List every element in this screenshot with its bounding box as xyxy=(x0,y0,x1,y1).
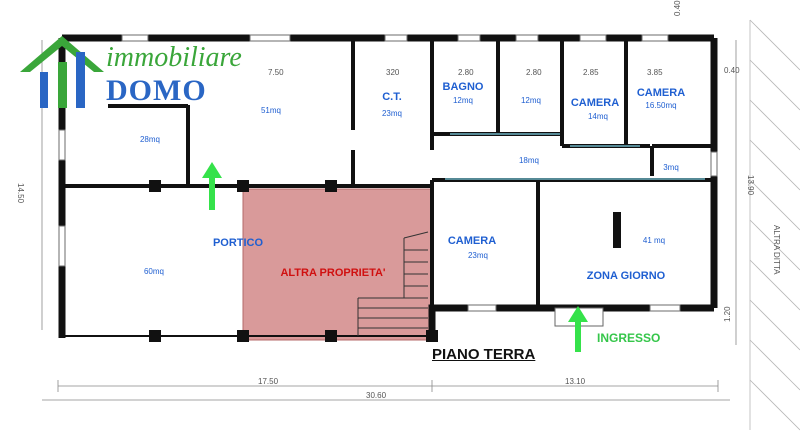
logo-domo: DOMO xyxy=(106,74,207,107)
pillars xyxy=(149,180,438,342)
dim-320: 320 xyxy=(386,68,400,77)
area-12: 12mq xyxy=(521,96,541,105)
logo-immobiliare: immobiliare xyxy=(106,42,242,73)
label-altra-proprieta: ALTRA PROPRIETA' xyxy=(280,267,385,279)
dim-280-a: 2.80 xyxy=(458,68,474,77)
dim-1450: 14.50 xyxy=(16,183,25,204)
dim-1310: 13.10 xyxy=(565,377,586,386)
label-bagno: BAGNO xyxy=(443,81,484,93)
label-camera-2: CAMERA xyxy=(637,87,685,99)
dim-285: 2.85 xyxy=(583,68,599,77)
label-camera-1: CAMERA xyxy=(571,97,619,109)
neighbour-hatch xyxy=(749,19,800,431)
zona-giorno-pillar xyxy=(613,212,621,248)
ingresso-arrow xyxy=(568,306,588,352)
dim-040-a: 0.40 xyxy=(724,66,740,75)
label-zona-giorno: ZONA GIORNO xyxy=(587,270,666,282)
area-12-bagno: 12mq xyxy=(453,96,473,105)
area-60: 60mq xyxy=(144,267,164,276)
dim-040-b: 0.40 xyxy=(673,0,682,16)
label-ingresso: INGRESSO xyxy=(597,331,661,345)
altra-proprieta-area xyxy=(242,188,433,341)
dim-1750: 17.50 xyxy=(258,377,279,386)
label-ct: C.T. xyxy=(382,91,402,103)
dim-385: 3.85 xyxy=(647,68,663,77)
logo: immobiliare DOMO xyxy=(18,34,258,114)
dim-1390: 13.90 xyxy=(746,175,755,196)
area-16-50: 16.50mq xyxy=(645,101,676,110)
area-41: 41 mq xyxy=(643,236,665,245)
area-23-ct: 23mq xyxy=(382,109,402,118)
floor-title: PIANO TERRA xyxy=(432,346,536,363)
staircase xyxy=(357,231,429,336)
portico-arrow xyxy=(202,162,222,210)
area-28: 28mq xyxy=(140,135,160,144)
windows xyxy=(58,34,718,312)
dimension-lines xyxy=(41,40,737,401)
area-18: 18mq xyxy=(519,156,539,165)
area-14: 14mq xyxy=(588,112,608,121)
dim-280-b: 2.80 xyxy=(526,68,542,77)
opening-markers xyxy=(445,133,705,180)
dim-120: 1.20 xyxy=(723,306,732,322)
area-3: 3mq xyxy=(663,163,679,172)
dim-3060: 30.60 xyxy=(366,391,387,400)
area-51: 51mq xyxy=(261,106,281,115)
label-portico: PORTICO xyxy=(213,237,264,249)
label-altra-ditta: ALTRA DITTA xyxy=(772,225,781,275)
logo-house-icon xyxy=(20,36,104,108)
area-23-camera: 23mq xyxy=(468,251,488,260)
label-camera-3: CAMERA xyxy=(448,235,496,247)
dim-750: 7.50 xyxy=(268,68,284,77)
